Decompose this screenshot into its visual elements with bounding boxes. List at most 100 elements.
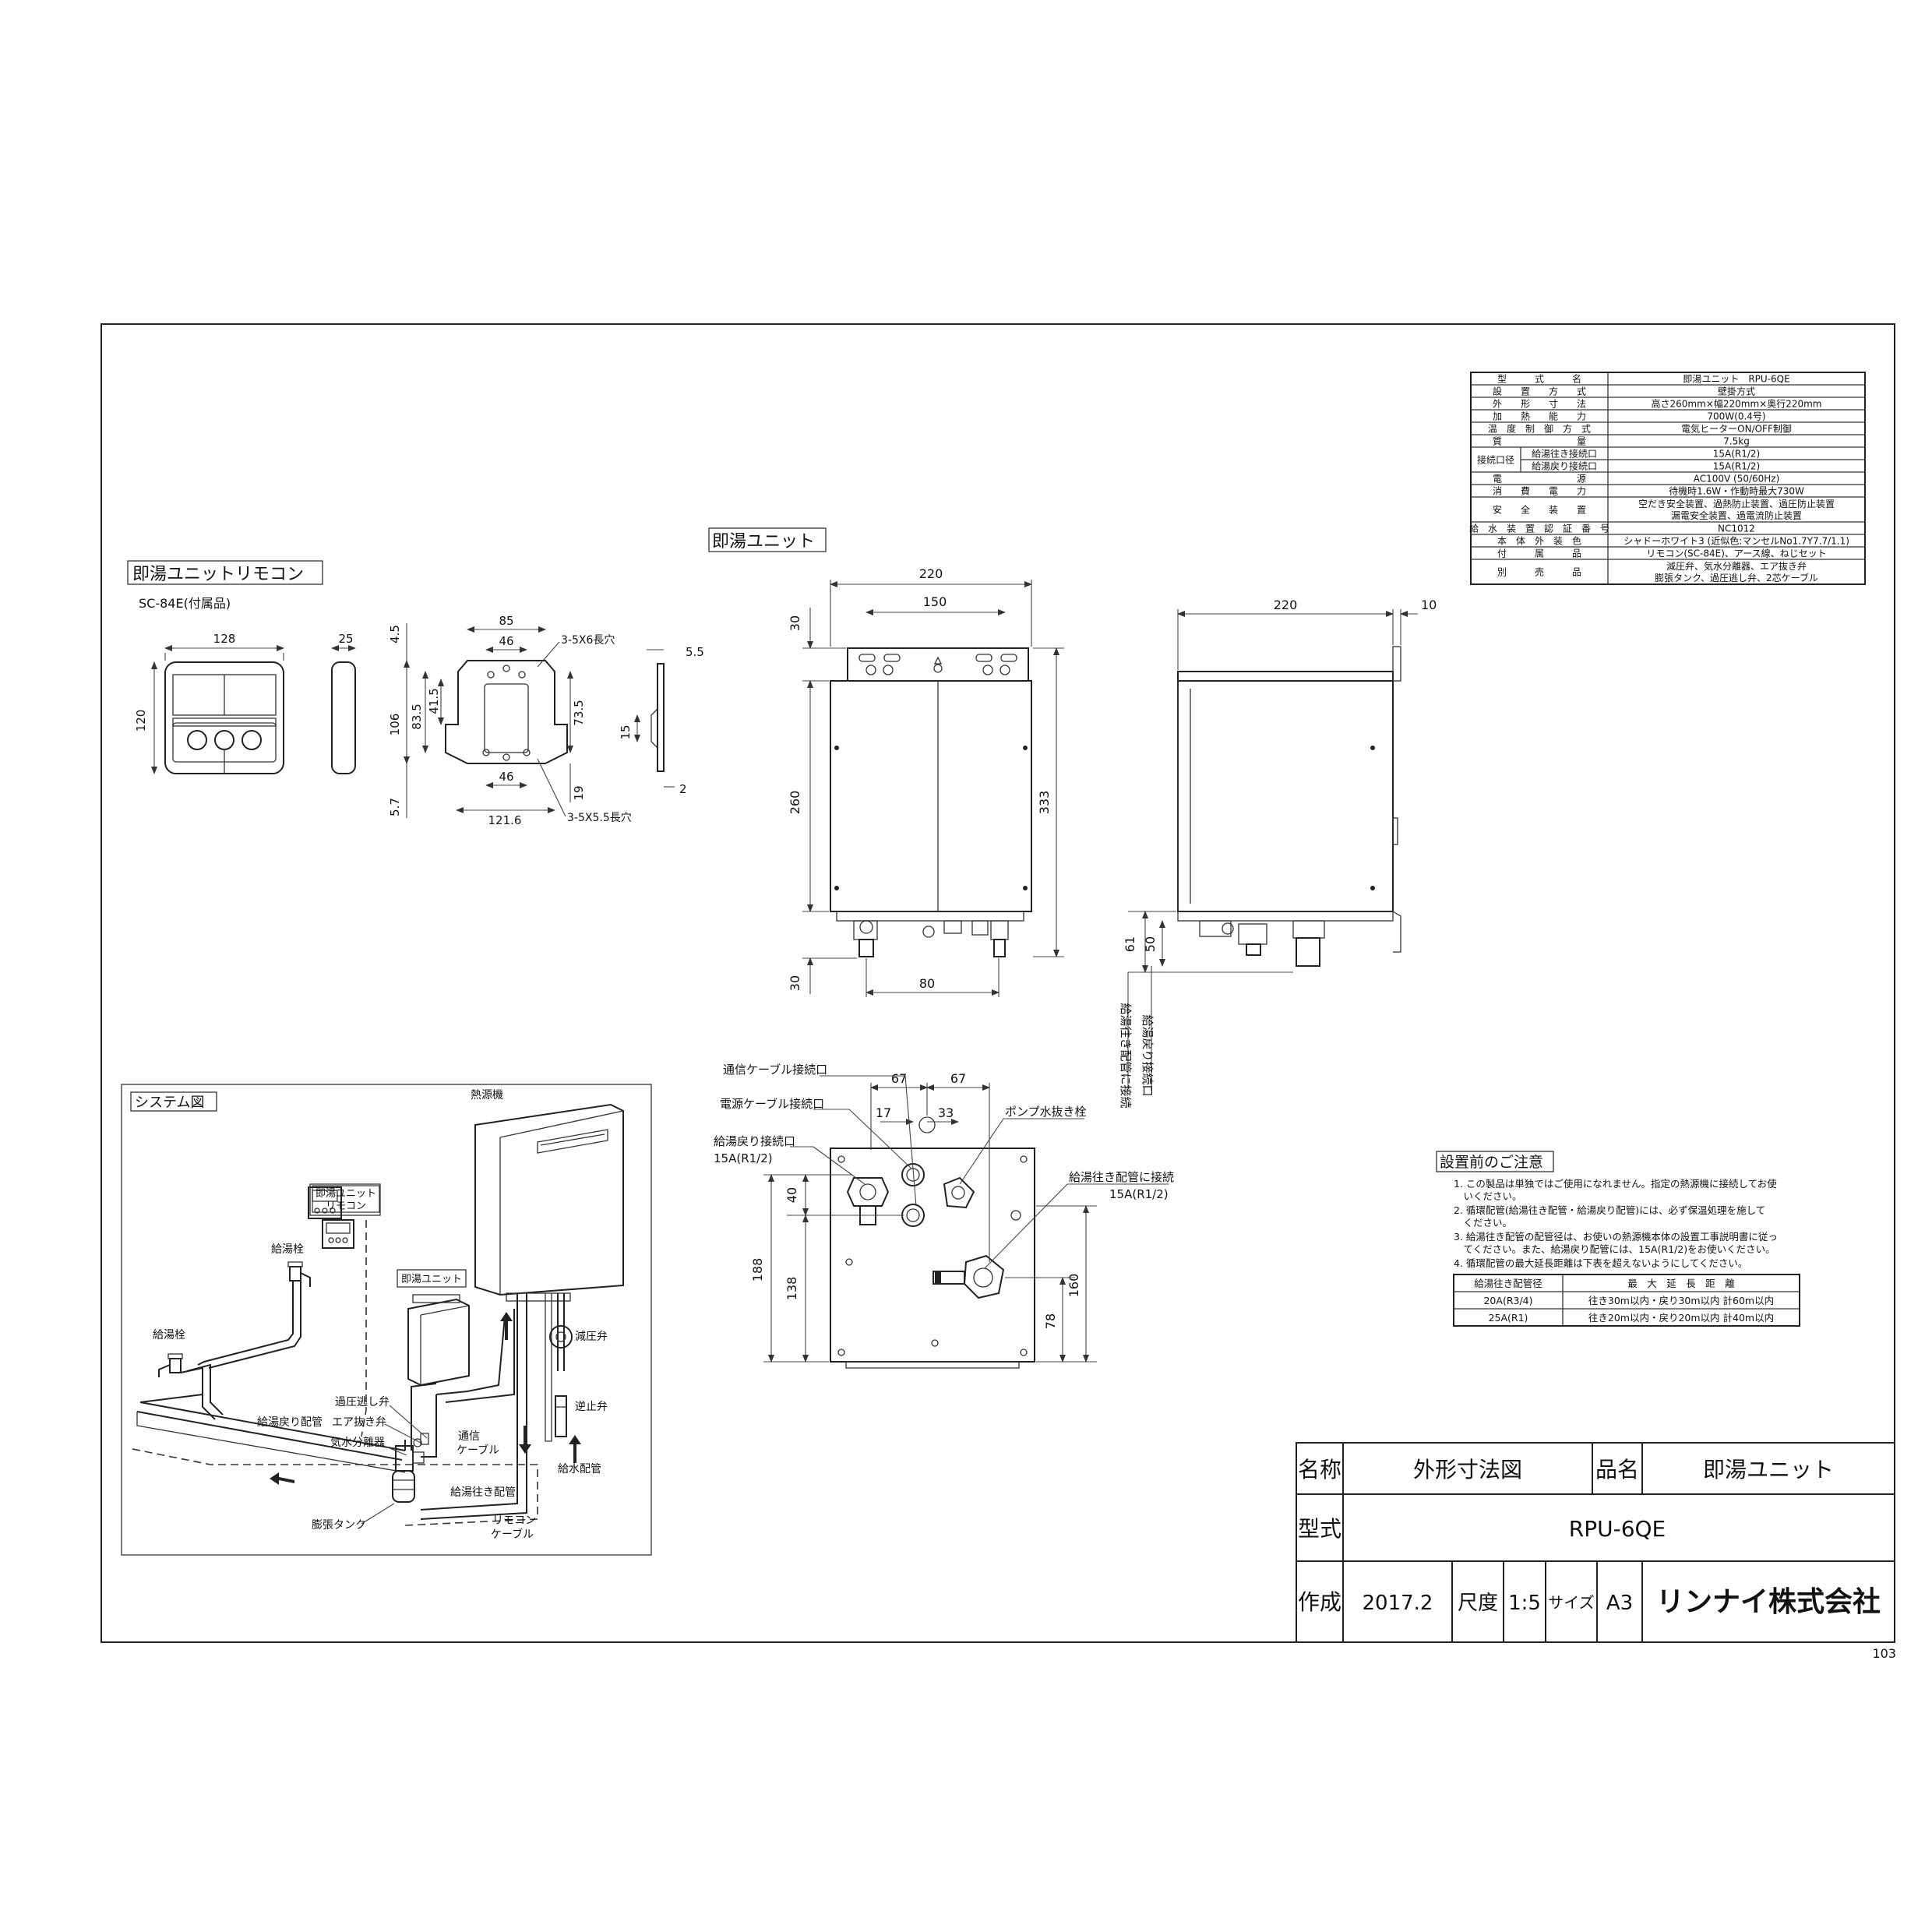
dim-unit-top: 30: [788, 615, 802, 631]
remote-mounting-plate: 85 46 46 121.6 106 83.5 41.5 73.5 19 4.5…: [388, 614, 632, 827]
dim-unit-pipe-pitch: 80: [919, 976, 935, 991]
title-model-label: 型式: [1298, 1516, 1341, 1542]
dim-unit-width: 220: [919, 566, 943, 581]
title-product-label: 品名: [1595, 1457, 1639, 1482]
notes-distance-table: 給湯往き配管径 最 大 延 長 距 離 20A(R3/4) 往き30m以内・戻り…: [1453, 1274, 1800, 1327]
spec-value: 高さ260mm×幅220mm×奥行220mm: [1652, 398, 1822, 410]
dim-side-depth: 220: [1274, 598, 1298, 612]
remote-label-group: 即湯ユニット リモコン: [309, 1183, 381, 1216]
spec-value: 膨張タンク、過圧逃し弁、2芯ケーブル: [1655, 572, 1818, 583]
callout-out-size: 15A(R1/2): [1109, 1187, 1169, 1201]
notes-section: 設置前のご注意 1. この製品は単独ではご使用になれません。指定の熱源機に接続し…: [1436, 1151, 1800, 1327]
title-scale-value: 1:5: [1508, 1592, 1541, 1615]
faucet-lower: 給湯栓: [153, 1328, 185, 1377]
spec-value: 即湯ユニット RPU-6QE: [1683, 374, 1789, 385]
title-size-label: サイズ: [1548, 1593, 1594, 1612]
remote-front-view: 128 120: [134, 632, 284, 774]
label-unit: 即湯ユニット: [401, 1274, 462, 1285]
spec-label: 外 形 寸 法: [1493, 399, 1586, 410]
spec-value: 空だき安全装置、過熱防止装置、過圧防止装置: [1638, 498, 1835, 509]
remote-title: 即湯ユニットリモコン: [132, 565, 304, 584]
unit-title: 即湯ユニット: [712, 532, 815, 552]
spec-label: 給湯戻り接続口: [1532, 460, 1597, 472]
label-comm-cable-2: ケーブル: [457, 1444, 499, 1457]
dist-row1-value: 往き30m以内・戻り30m以内 計60m以内: [1588, 1295, 1774, 1306]
dim-side-61: 61: [1123, 936, 1137, 952]
dim-side-thick: 5.5: [686, 645, 704, 659]
dim-plate-top: 4.5: [388, 625, 402, 643]
sokuyu-unit-device: 即湯ユニット: [397, 1269, 470, 1387]
spec-value: 待機時1.6W・作動時最大730W: [1669, 485, 1804, 497]
dim-bottom-40: 40: [784, 1187, 799, 1203]
sheet-number: 103: [1872, 1646, 1896, 1661]
dim-plate-h1: 83.5: [410, 703, 424, 729]
note-line-2: いください。: [1454, 1190, 1522, 1202]
remote-section: 即湯ユニットリモコン SC-84E(付属品) 128 120 25: [127, 560, 704, 827]
remote-device: [308, 1186, 342, 1219]
system-frame: [121, 1084, 652, 1556]
hole-bottom-label: 3-5X5.5長穴: [567, 812, 632, 824]
label-remote-cable-1: リモコン: [492, 1514, 536, 1527]
callout-comm: 通信ケーブル接続口: [723, 1063, 827, 1077]
spec-value: リモコン(SC-84E)、アース線、ねじセット: [1646, 548, 1826, 559]
spec-label: 本 体 外 装 色: [1497, 536, 1581, 547]
unit-label-box: [397, 1269, 467, 1288]
dim-plate-height: 106: [388, 714, 402, 736]
dim-bottom-17: 17: [876, 1105, 891, 1120]
spec-label: 安 全 装 置: [1493, 504, 1586, 516]
unit-side-view: 220 10 61 50 給湯往き配管に接続 給湯戻り接続口: [1119, 598, 1437, 1109]
dist-row2-size: 25A(R1): [1489, 1312, 1528, 1324]
title-model-value: RPU-6QE: [1569, 1516, 1666, 1542]
title-product-value: 即湯ユニット: [1703, 1457, 1834, 1482]
label-expansion-tank: 膨張タンク: [312, 1518, 366, 1532]
label-separator: 気水分離器: [330, 1436, 385, 1449]
dim-bottom-78: 78: [1043, 1313, 1058, 1329]
dim-unit-bottom: 30: [788, 975, 802, 991]
callout-power: 電源ケーブル接続口: [720, 1097, 824, 1111]
unit-title-box: [708, 527, 827, 552]
dim-plate-pitch-top: 46: [499, 634, 513, 648]
side-label-out: 給湯往き配管に接続: [1119, 1003, 1133, 1108]
callout-drain: ポンプ水抜き栓: [1005, 1105, 1087, 1119]
notes-title-box: [1436, 1151, 1554, 1172]
dim-remote-width: 128: [213, 632, 236, 646]
label-heat-source: 熱源機: [471, 1089, 503, 1102]
dim-bottom-160: 160: [1066, 1274, 1081, 1298]
dim-plate-h2: 41.5: [427, 688, 441, 714]
dim-unit-hole-pitch: 150: [923, 594, 947, 609]
label-comm-cable-1: 通信: [458, 1430, 480, 1443]
note-line-7: 4. 循環配管の最大延長距離は下表を超えないようにしてください。: [1454, 1257, 1747, 1269]
label-remote-cable-2: ケーブル: [491, 1528, 534, 1541]
label-pressure-reducer: 減圧弁: [575, 1330, 608, 1343]
dim-plate-width: 85: [499, 614, 513, 628]
dim-bottom-188: 188: [750, 1258, 765, 1282]
note-line-4: ください。: [1454, 1217, 1512, 1229]
sheet-border: [100, 323, 1895, 1643]
spec-value: 壁掛方式: [1718, 386, 1755, 397]
label-check-valve: 逆止弁: [575, 1401, 608, 1413]
dim-plate-pitch-bottom: 46: [499, 770, 513, 784]
faucet-upper: 給湯栓: [271, 1243, 311, 1287]
spec-label: 設 置 方 式: [1493, 386, 1586, 397]
remote-title-box: [127, 560, 323, 585]
note-line-5: 3. 給湯往き配管の配管径は、お使いの熱源機本体の設置工事説明書に従っ: [1454, 1231, 1778, 1243]
label-air-vent: エア抜き弁: [332, 1416, 386, 1429]
dist-header-1: 給湯往き配管径: [1474, 1278, 1542, 1289]
dist-row1-size: 20A(R3/4): [1483, 1295, 1532, 1306]
spec-value: シャドーホワイト3 (近似色:マンセルNo1.7Y7.7/1.1): [1624, 536, 1849, 547]
spec-value: 減圧弁、気水分離器、エア抜き弁: [1666, 560, 1807, 572]
title-scale-label: 尺度: [1458, 1592, 1498, 1615]
plate-side-view: 5.5 15 2: [619, 645, 704, 796]
title-block: 名称 外形寸法図 品名 即湯ユニット 型式 RPU-6QE 作成 2017.2 …: [1296, 1442, 1895, 1643]
label-outgoing-pipe: 給湯往き配管: [450, 1486, 516, 1499]
label-remote-2: リモコン: [326, 1200, 366, 1212]
callout-return-size: 15A(R1/2): [714, 1151, 773, 1165]
spec-table: 型 式 名即湯ユニット RPU-6QE設 置 方 式壁掛方式外 形 寸 法高さ2…: [1469, 372, 1866, 585]
remote-model-note: SC-84E(付属品): [139, 596, 231, 611]
side-label-return: 給湯戻り接続口: [1141, 1014, 1155, 1096]
dim-plate-width-total: 121.6: [488, 813, 522, 827]
title-name-value: 外形寸法図: [1413, 1457, 1522, 1482]
dim-remote-height: 120: [134, 710, 148, 732]
unit-section: 即湯ユニット: [708, 527, 1437, 1369]
